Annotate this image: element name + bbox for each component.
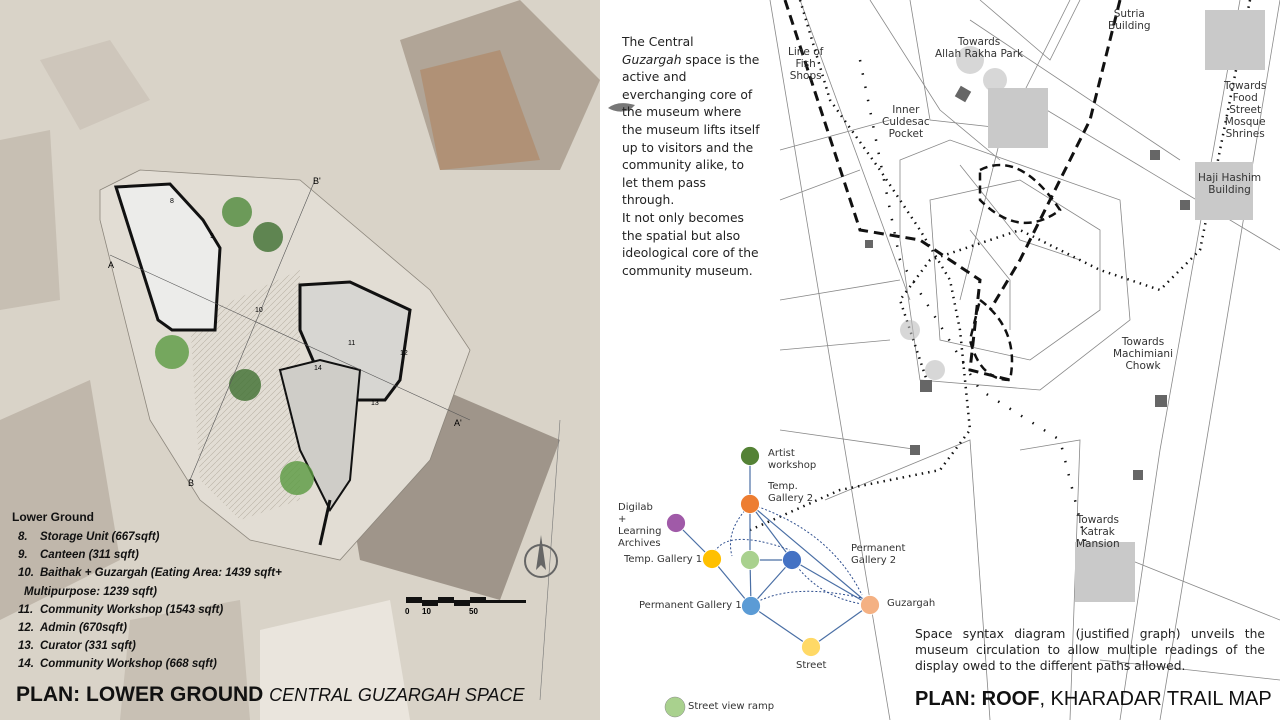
room-14-label: 14 [314,365,322,372]
room-11-label: 11 [348,340,356,347]
room-13-label: 13 [371,400,379,407]
lower-ground-plan-panel: 8 9 10 11 12 13 14 A A' B B' 0 10 50 Low… [0,0,600,720]
graph-edge-temp2-perm2 [749,503,793,561]
legend-ramp-label: Street view ramp [688,701,775,712]
room-legend-item: 14. Community Workshop (668 sqft) [18,655,282,673]
section-b2-label: B' [313,176,321,186]
desc-body-2: It not only becomes the spatial but also… [622,210,759,278]
graph-node-street [801,637,821,657]
section-a-label: A [108,260,115,270]
room-number: 12. [18,622,34,635]
section-b-label: B [188,478,195,488]
room-text: Community Workshop (1543 sqft) [40,603,224,616]
graph-edge-temp2-guzargah [749,503,871,606]
right-plan-title: PLAN: ROOF, KHARADAR TRAIL MAP [915,688,1272,711]
graph-label-perm1: Permanent Gallery 1 [639,600,742,611]
paving-texture-patches [988,10,1265,602]
room-legend-item: Multipurpose: 1239 sqft) [18,583,282,601]
desc-guzargah-italic: Guzargah [622,52,682,67]
desc-body: space is the active and everchanging cor… [622,52,760,208]
space-syntax-nodes [666,446,880,657]
lower-ground-plan-drawing [0,0,600,720]
graph-label-artist: Artist workshop [768,448,817,471]
room-number: 9. [18,549,28,562]
room-9-label: 9 [210,233,214,240]
map-label-katrak-mansion: Towards Katrak Mansion [1076,514,1120,550]
map-label-machimiani-chowk: Towards Machimiani Chowk [1113,336,1173,372]
map-label-haji-hashim: Haji Hashim Building [1198,172,1262,196]
scale-0: 0 [405,607,410,616]
graph-node-artist [740,446,760,466]
graph-node-perm2 [782,550,802,570]
room-10-label: 10 [255,307,263,314]
desc-line-1: The Central [622,35,694,49]
map-label-culdesac-pocket: Inner Culdesac Pocket [882,104,930,140]
room-text: Storage Unit (667sqft) [40,531,160,543]
room-text: Baithak + Guzargah (Eating Area: 1439 sq… [40,567,282,580]
map-label-allah-rakha-park: Towards Allah Rakha Park [935,36,1024,60]
room-list: 8. Storage Unit (667sqft) 9. Canteen (311 s… [18,528,282,674]
title-subtitle: CENTRAL GUZARGAH SPACE [269,685,525,705]
graph-edge-perm1-street [750,605,812,648]
graph-node-temp1 [702,549,722,569]
room-legend-item: 9. Canteen (311 sqft) [18,546,282,564]
scale-10: 10 [422,607,431,616]
room-number: 14. [18,658,34,671]
graph-label-temp1: Temp. Gallery 1 [624,554,703,565]
space-syntax-caption: Space syntax diagram (justified graph) u… [915,627,1265,673]
graph-label-temp2: Temp. Gallery 2 [768,481,814,504]
map-label-sutria-building: Sutria Building [1108,8,1151,32]
room-text: Canteen (311 sqft) [40,549,139,562]
title-bold: PLAN: ROOF [915,688,1040,710]
room-text: Admin (670sqft) [40,622,127,635]
graph-edge-perm2-perm1 [750,559,793,607]
scale-50: 50 [469,607,478,616]
graph-label-street: Street [796,660,827,671]
map-label-food-street: Towards Food Street Mosque Shrines [1224,80,1267,140]
room-number: 13. [18,640,34,653]
left-plan-title: PLAN: LOWER GROUND CENTRAL GUZARGAH SPAC… [16,683,525,707]
graph-edge-perm2-guzargah [791,559,871,606]
legend-heading: Lower Ground [12,510,94,524]
room-legend-item: 11. Community Workshop (1543 sqft) [18,601,282,619]
graph-edge-street-guzargah [810,604,871,648]
room-text: Multipurpose: 1239 sqft) [24,585,157,598]
room-text: Curator (331 sqft) [40,640,136,653]
scale-bar [406,597,526,606]
room-8-label: 8 [170,198,174,205]
room-number: 11. [18,603,34,616]
graph-label-guzargah: Guzargah [887,598,936,609]
kharadar-trail-map [608,0,1280,720]
room-legend: Lower Ground 8. Storage Unit (667sqft) 9. C… [12,510,282,674]
north-arrow-icon [524,535,558,578]
room-legend-item: 8. Storage Unit (667sqft) [18,528,282,546]
room-legend-item: 13. Curator (331 sqft) [18,637,282,655]
section-a2-label: A' [454,418,462,428]
graph-node-temp2 [740,494,760,514]
room-text: Community Workshop (668 sqft) [40,658,217,671]
graph-label-perm2: Permanent Gallery 2 [851,543,906,566]
room-number: 8. [18,531,28,543]
graph-edge-temp1-perm1 [711,558,752,607]
legend-ramp-swatch [664,696,686,718]
room-12-label: 12 [400,350,408,357]
graph-node-ramp [740,550,760,570]
graph-label-digilab: Digilab + Learning Archives [618,502,662,549]
title-rest: , KHARADAR TRAIL MAP [1039,688,1272,710]
map-label-fish-shops: Line of Fish Shops [788,46,824,82]
graph-node-guzargah [860,595,880,615]
graph-node-perm1 [741,596,761,616]
room-legend-item: 10. Baithak + Guzargah (Eating Area: 1439… [18,564,282,582]
room-number: 10. [18,567,34,580]
graph-node-digilab [666,513,686,533]
room-legend-item: 12. Admin (670sqft) [18,619,282,637]
fish-icon [608,103,635,112]
title-bold: PLAN: LOWER GROUND [16,683,264,706]
